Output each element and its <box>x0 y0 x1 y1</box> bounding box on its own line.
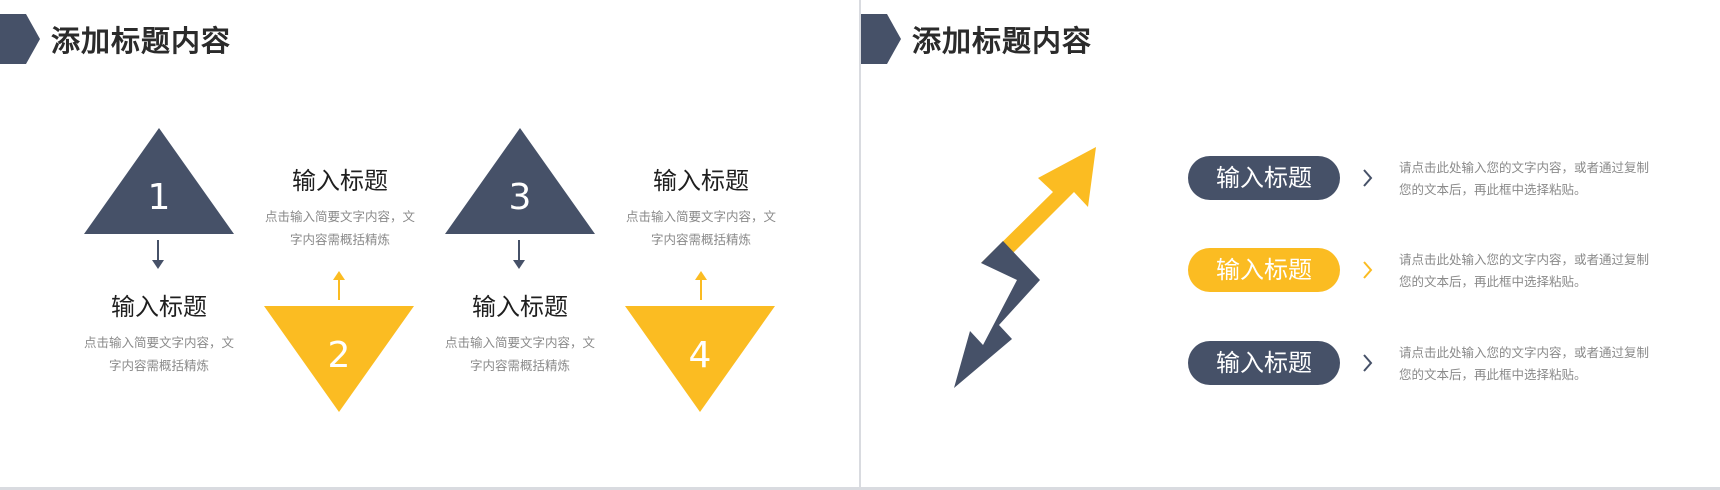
arrow-down-icon <box>513 240 525 269</box>
item-desc-4: 点击输入简要文字内容，文字内容需概括精炼 <box>625 209 776 247</box>
arrow-down-icon <box>152 240 164 269</box>
arrow-up-icon <box>695 271 707 300</box>
row-desc-1: 请点击此处输入您的文字内容，或者通过复制您的文本后，再此框中选择粘贴。 <box>1399 160 1650 197</box>
slide-title: 添加标题内容 <box>51 24 232 58</box>
label-pill-3[interactable]: 输入标题 <box>1188 341 1340 385</box>
step-number-1: 1 <box>147 177 171 218</box>
item-desc-3: 点击输入简要文字内容，文字内容需概括精炼 <box>444 335 595 373</box>
item-title-3: 输入标题 <box>472 293 568 321</box>
triangle-up-3 <box>445 128 595 234</box>
chevron-right-icon <box>1363 169 1373 187</box>
row-desc-3: 请点击此处输入您的文字内容，或者通过复制您的文本后，再此框中选择粘贴。 <box>1399 345 1650 382</box>
chevron-right-icon <box>1363 354 1373 372</box>
pill-label-3: 输入标题 <box>1216 349 1312 377</box>
item-title-1: 输入标题 <box>111 293 207 321</box>
item-desc-2: 点击输入简要文字内容，文字内容需概括精炼 <box>264 209 415 247</box>
pill-label-2: 输入标题 <box>1216 256 1312 284</box>
zigzag-arrow-icon <box>954 147 1096 388</box>
pill-label-1: 输入标题 <box>1216 164 1312 192</box>
slide-left: 添加标题内容 1 输入标题 点击输入简要文字内容，文字内容需概括精炼 2 输入标… <box>0 0 859 487</box>
item-title-4: 输入标题 <box>653 167 749 195</box>
step-number-2: 2 <box>327 335 351 376</box>
arrow-up-icon <box>333 271 345 300</box>
slide-title: 添加标题内容 <box>912 24 1093 58</box>
triangle-up-1 <box>84 128 234 234</box>
step-number-3: 3 <box>508 177 532 218</box>
item-title-2: 输入标题 <box>292 167 388 195</box>
title-tab-icon <box>861 14 901 64</box>
label-pill-1[interactable]: 输入标题 <box>1188 156 1340 200</box>
triangle-down-4 <box>625 306 775 412</box>
step-number-4: 4 <box>688 335 712 376</box>
triangle-down-2 <box>264 306 414 412</box>
label-pill-2[interactable]: 输入标题 <box>1188 248 1340 292</box>
slide-right: 添加标题内容 输入标题 请点击此处输入您的文字内容，或者通过复制您的文本后，再此… <box>861 0 1720 487</box>
chevron-right-icon <box>1363 261 1373 279</box>
row-desc-2: 请点击此处输入您的文字内容，或者通过复制您的文本后，再此框中选择粘贴。 <box>1399 252 1650 289</box>
item-desc-1: 点击输入简要文字内容，文字内容需概括精炼 <box>83 335 234 373</box>
title-tab-icon <box>0 14 40 64</box>
